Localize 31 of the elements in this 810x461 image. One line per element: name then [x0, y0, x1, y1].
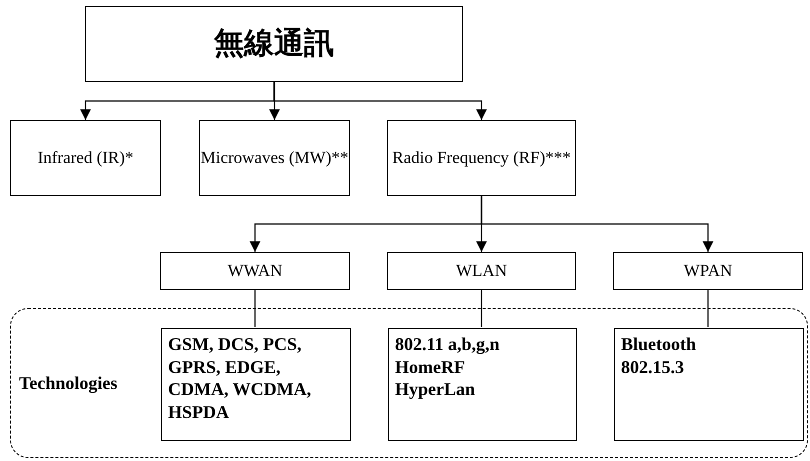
process-box: [388, 328, 577, 441]
arrow: [269, 82, 280, 120]
box-label: GSM, DCS, PCS, GPRS, EDGE, CDMA, WCDMA, HSPDA: [168, 333, 312, 423]
arrow: [273, 82, 487, 120]
connector-line: [254, 290, 256, 327]
box-label: Microwaves (MW)**: [200, 147, 348, 169]
box-label: WWAN: [228, 260, 282, 282]
box-label: Bluetooth: [621, 333, 696, 356]
process-box: [387, 252, 576, 290]
box-label: HyperLan: [395, 378, 476, 400]
process-box: [85, 6, 463, 82]
box-label: 無線通訊: [214, 26, 334, 62]
process-box: [10, 120, 161, 196]
box-label: Infrared (IR)*: [38, 147, 134, 169]
box-label: 802.15.3: [621, 356, 684, 378]
dashed-group-box: [10, 308, 808, 458]
box-label: Radio Frequency (RF)***: [392, 147, 571, 169]
process-box: [614, 328, 804, 441]
box-label: HomeRF: [395, 356, 465, 378]
connector-line: [707, 290, 709, 327]
process-box: [613, 252, 803, 290]
box-label: 802.11 a,b,g,n: [395, 333, 500, 356]
box-label: WLAN: [456, 260, 507, 282]
group-label: Technologies: [19, 372, 118, 394]
arrow: [480, 196, 714, 252]
connector-line: [480, 290, 482, 327]
process-box: [160, 252, 350, 290]
process-box: [161, 328, 351, 441]
box-label: WPAN: [684, 260, 732, 282]
process-box: [387, 120, 576, 196]
process-box: [199, 120, 350, 196]
